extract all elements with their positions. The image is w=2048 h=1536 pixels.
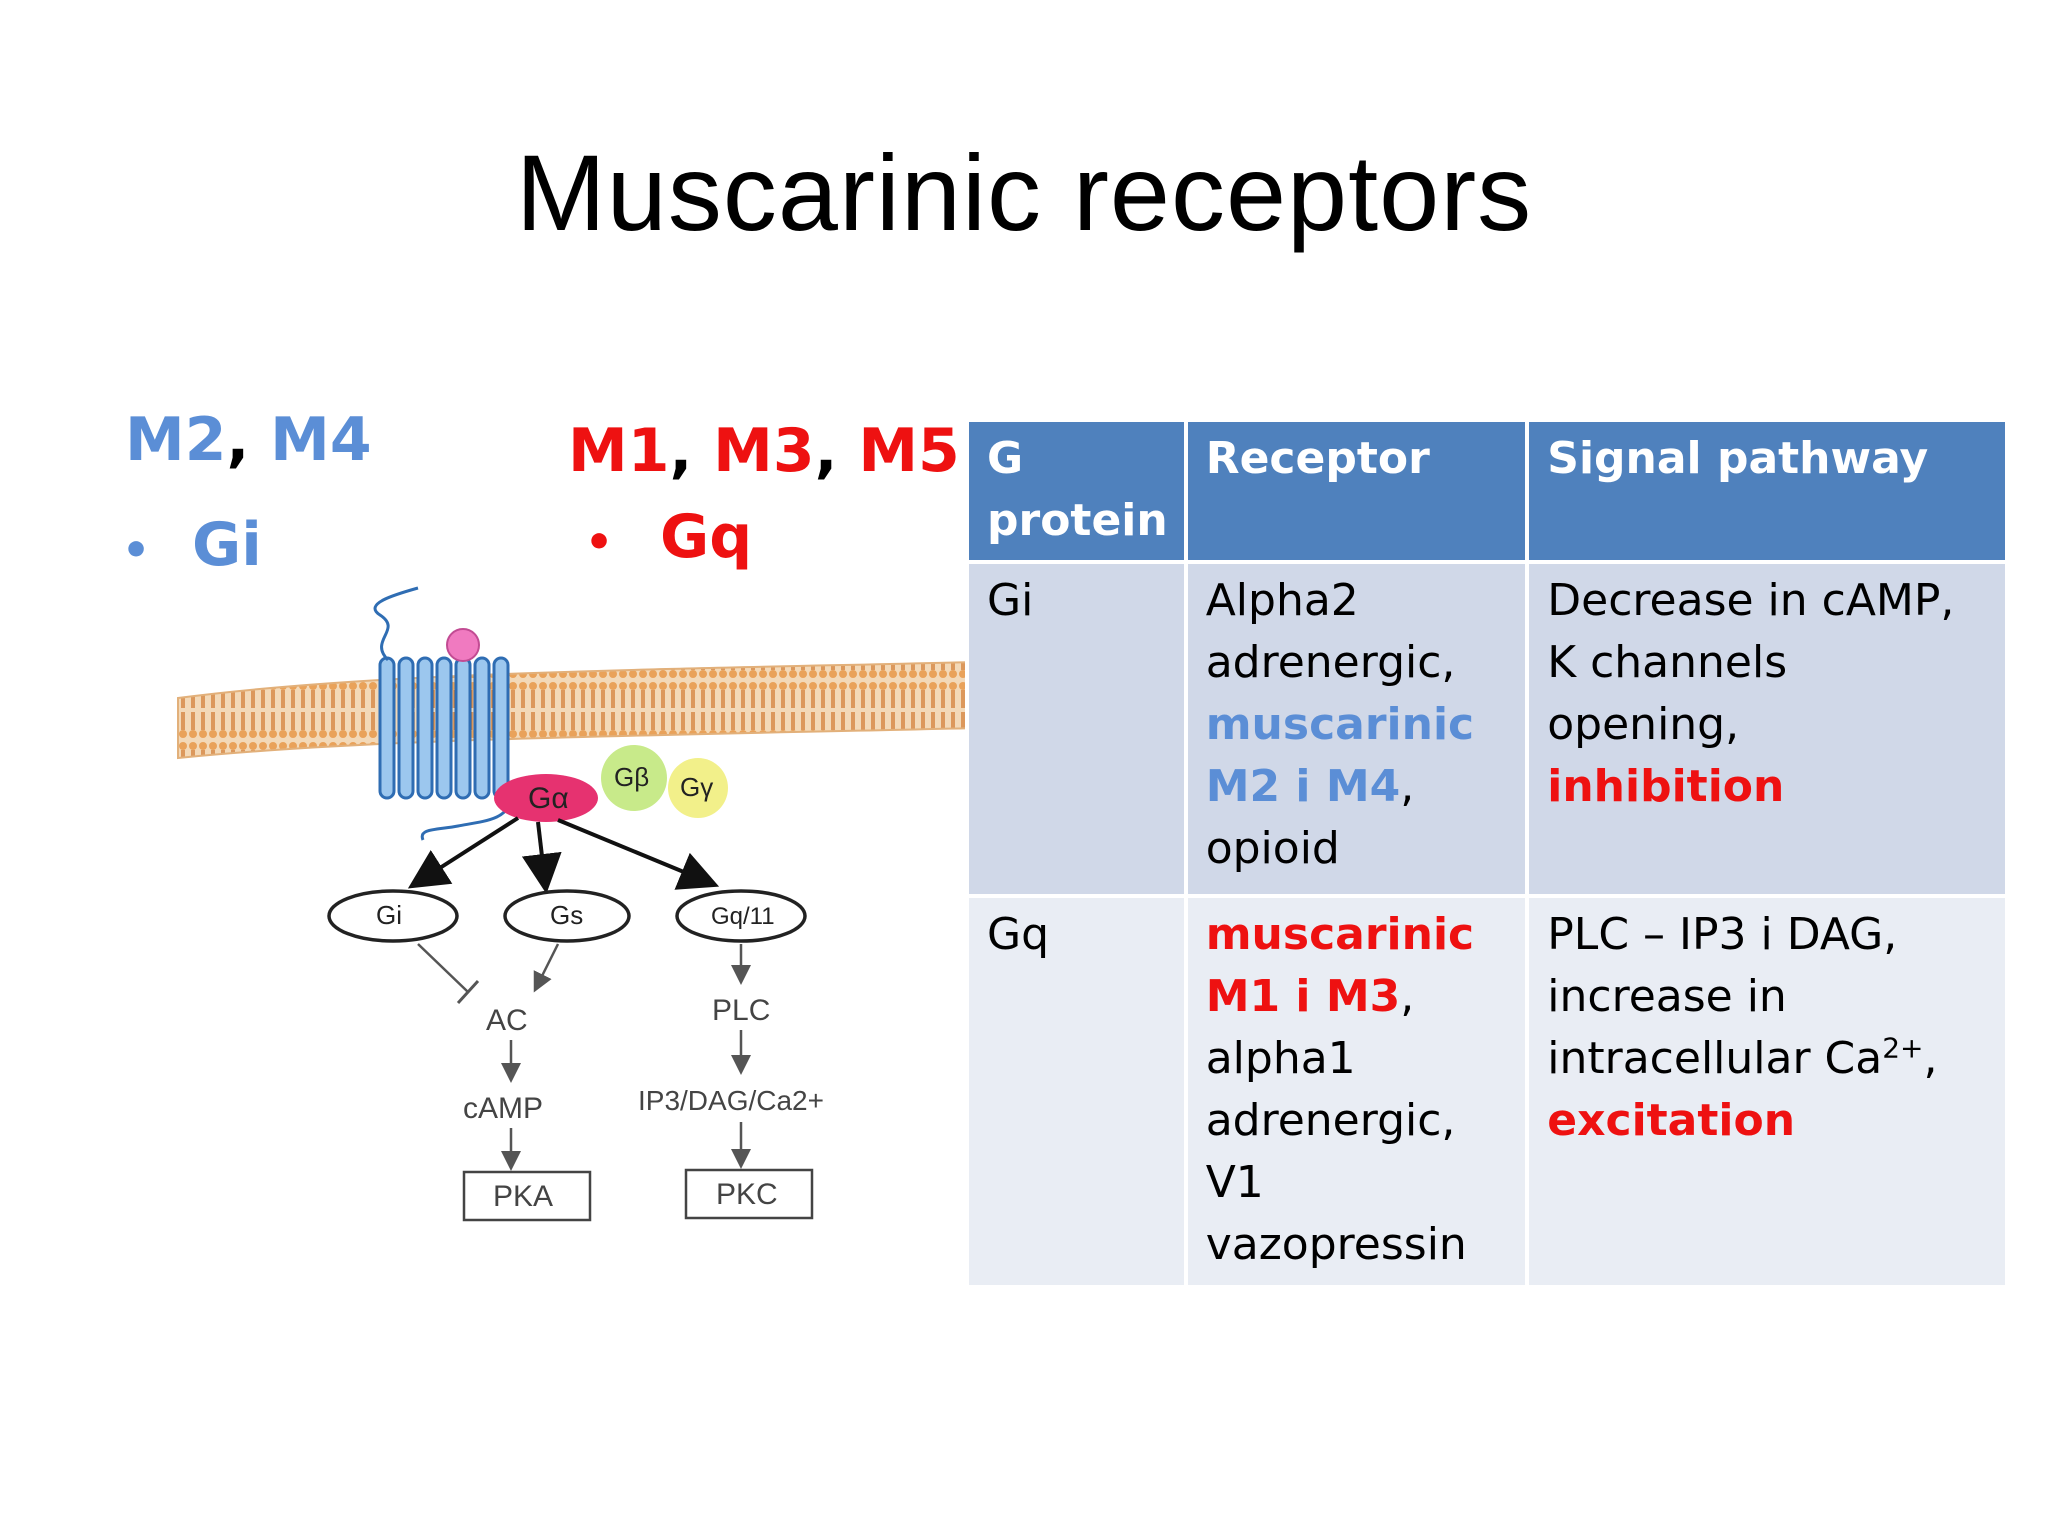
- bullet-gi: • Gi: [122, 510, 262, 580]
- header-g-protein: G protein: [965, 418, 1188, 564]
- gi-oval: [327, 889, 459, 943]
- signal-inhibition: inhibition: [1547, 761, 1785, 812]
- g-protein-pathway-diagram: Gα Gβ Gγ Gi Gs Gq/11 AC cAMP PKA PLC IP3…: [177, 586, 978, 1222]
- g-alpha-label: Gα: [528, 782, 569, 815]
- table-row: Gi Alpha2 adrenergic, muscarinic M2 i M4…: [965, 560, 2009, 898]
- table-row: Gq muscarinic M1 i M3, alpha1 adrenergic…: [965, 894, 2009, 1289]
- bullet-icon: •: [122, 525, 151, 576]
- arrow-to-gs: [521, 821, 562, 894]
- group-m2-m4: M2, M4: [125, 405, 372, 475]
- plc-label: PLC: [712, 994, 770, 1027]
- comma: ,: [814, 416, 859, 486]
- receptor-n-terminus: [373, 586, 419, 662]
- cell-signal-gi: Decrease in cAMP, K channels opening, in…: [1525, 560, 2009, 898]
- receptor-v1: V1 vazopressin: [1205, 1157, 1467, 1270]
- pkc-box: [684, 1168, 814, 1220]
- slide-title: Muscarinic receptors: [515, 132, 1533, 253]
- receptor-alpha2: Alpha2 adrenergic,: [1205, 575, 1456, 688]
- signal-excitation: excitation: [1547, 1095, 1796, 1146]
- camp-label: cAMP: [463, 1092, 543, 1125]
- arrow-to-gq11: [557, 818, 720, 890]
- g-gamma-label: Gγ: [680, 772, 713, 802]
- cell-g-gq: Gq: [965, 894, 1188, 1289]
- receptor-comma: ,: [1400, 761, 1415, 812]
- ip3-label: IP3/DAG/Ca2+: [638, 1085, 824, 1116]
- signal-ca-charge: 2+: [1882, 1031, 1924, 1065]
- gq11-oval: [675, 889, 807, 943]
- inhibition-bar: [456, 979, 480, 1005]
- comma: ,: [669, 416, 714, 486]
- header-receptor: Receptor: [1183, 418, 1530, 564]
- receptor-helices: [378, 656, 510, 800]
- receptor-opioid: opioid: [1205, 823, 1340, 874]
- signal-decrease-camp: Decrease in cAMP, K channels opening,: [1547, 575, 1955, 750]
- gq11-label: Gq/11: [711, 903, 775, 930]
- cell-signal-gq: PLC – IP3 i DAG, increase in intracellul…: [1525, 894, 2009, 1289]
- g-gamma-subunit: [668, 758, 728, 818]
- pka-label: PKA: [493, 1180, 553, 1213]
- bullet-icon: •: [585, 517, 614, 568]
- signal-pathway-table: G protein Receptor Signal pathway Gi Alp…: [965, 418, 2009, 1289]
- bullet-gq-text: Gq: [660, 502, 753, 572]
- receptor-alpha1: alpha1 adrenergic,: [1205, 1033, 1456, 1146]
- pkc-label: PKC: [716, 1178, 778, 1211]
- g-beta-subunit: [601, 745, 667, 811]
- receptor-m1-m3: muscarinic M1 i M3: [1205, 909, 1475, 1022]
- group-m1-m3-m5: M1, M3, M5: [568, 416, 960, 486]
- comma: ,: [226, 405, 271, 475]
- arrow-to-gi: [407, 816, 520, 889]
- ac-label: AC: [486, 1004, 528, 1037]
- table-header-row: G protein Receptor Signal pathway: [965, 418, 2009, 564]
- cell-membrane: [177, 660, 978, 760]
- label-m4: M4: [270, 405, 372, 475]
- label-m3: M3: [713, 416, 815, 486]
- signal-comma: ,: [1923, 1033, 1938, 1084]
- label-m5: M5: [858, 416, 960, 486]
- arrow-gs-ac: [533, 943, 560, 993]
- g-beta-label: Gβ: [614, 762, 649, 792]
- ligand: [446, 628, 480, 662]
- header-signal-pathway: Signal pathway: [1525, 418, 2009, 564]
- label-m1: M1: [568, 416, 670, 486]
- cell-receptor-gq: muscarinic M1 i M3, alpha1 adrenergic, V…: [1183, 894, 1530, 1289]
- cell-receptor-gi: Alpha2 adrenergic, muscarinic M2 i M4, o…: [1183, 560, 1530, 898]
- receptor-m2-m4: muscarinic M2 i M4: [1205, 699, 1475, 812]
- pka-box: [462, 1170, 592, 1222]
- bullet-gq: • Gq: [585, 502, 752, 572]
- gs-label: Gs: [550, 900, 583, 930]
- gs-oval: [503, 889, 631, 943]
- receptor-comma: ,: [1400, 971, 1415, 1022]
- label-m2: M2: [125, 405, 227, 475]
- inhibition-line: [417, 943, 469, 993]
- signal-plc: PLC – IP3 i DAG, increase in intracellul…: [1547, 909, 1898, 1084]
- g-alpha-subunit: [494, 774, 598, 822]
- gi-label: Gi: [376, 900, 402, 930]
- bullet-gi-text: Gi: [192, 510, 262, 580]
- cell-g-gi: Gi: [965, 560, 1188, 898]
